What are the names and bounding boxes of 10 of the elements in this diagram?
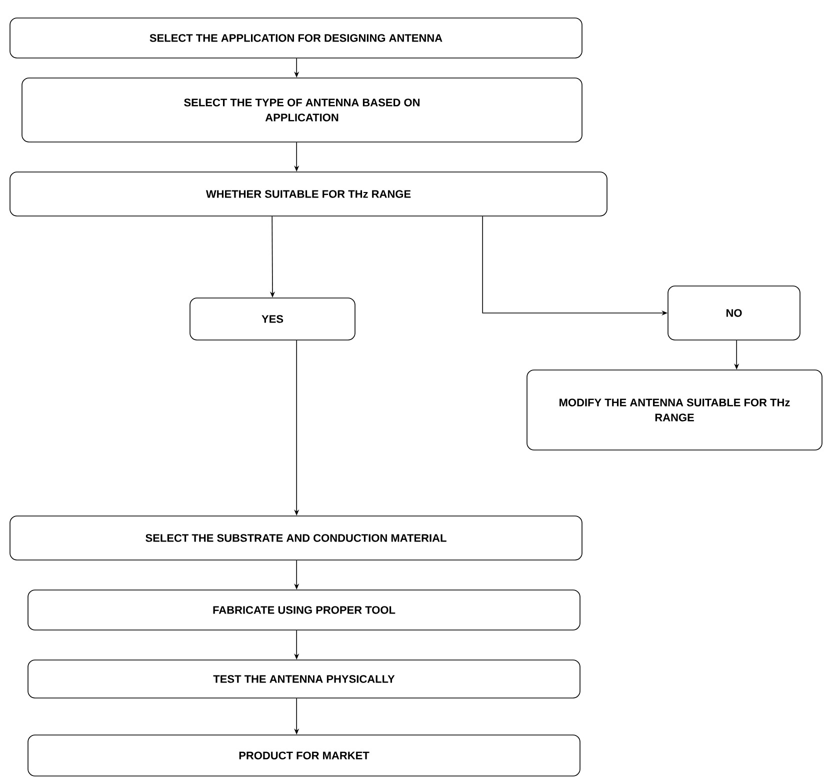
process-box: SELECT THE APPLICATION FOR DESIGNING ANTENNA xyxy=(10,18,582,58)
process-box: PRODUCT FOR MARKET xyxy=(28,734,580,776)
process-box: WHETHER SUITABLE FOR THz RANGE xyxy=(10,172,608,216)
process-box: SELECT THE TYPE OF ANTENNA BASED ON APPLICATION xyxy=(22,78,582,142)
process-box: SELECT THE SUBSTRATE AND CONDUCTION MATERIAL xyxy=(10,516,582,560)
process-box: NO xyxy=(668,286,800,340)
process-box: YES xyxy=(190,298,356,340)
process-box: TEST THE ANTENNA PHYSICALLY xyxy=(28,660,580,698)
process-box: MODIFY THE ANTENNA SUITABLE FOR THz RANGE xyxy=(526,370,822,450)
process-box: FABRICATE USING PROPER TOOL xyxy=(28,590,580,630)
